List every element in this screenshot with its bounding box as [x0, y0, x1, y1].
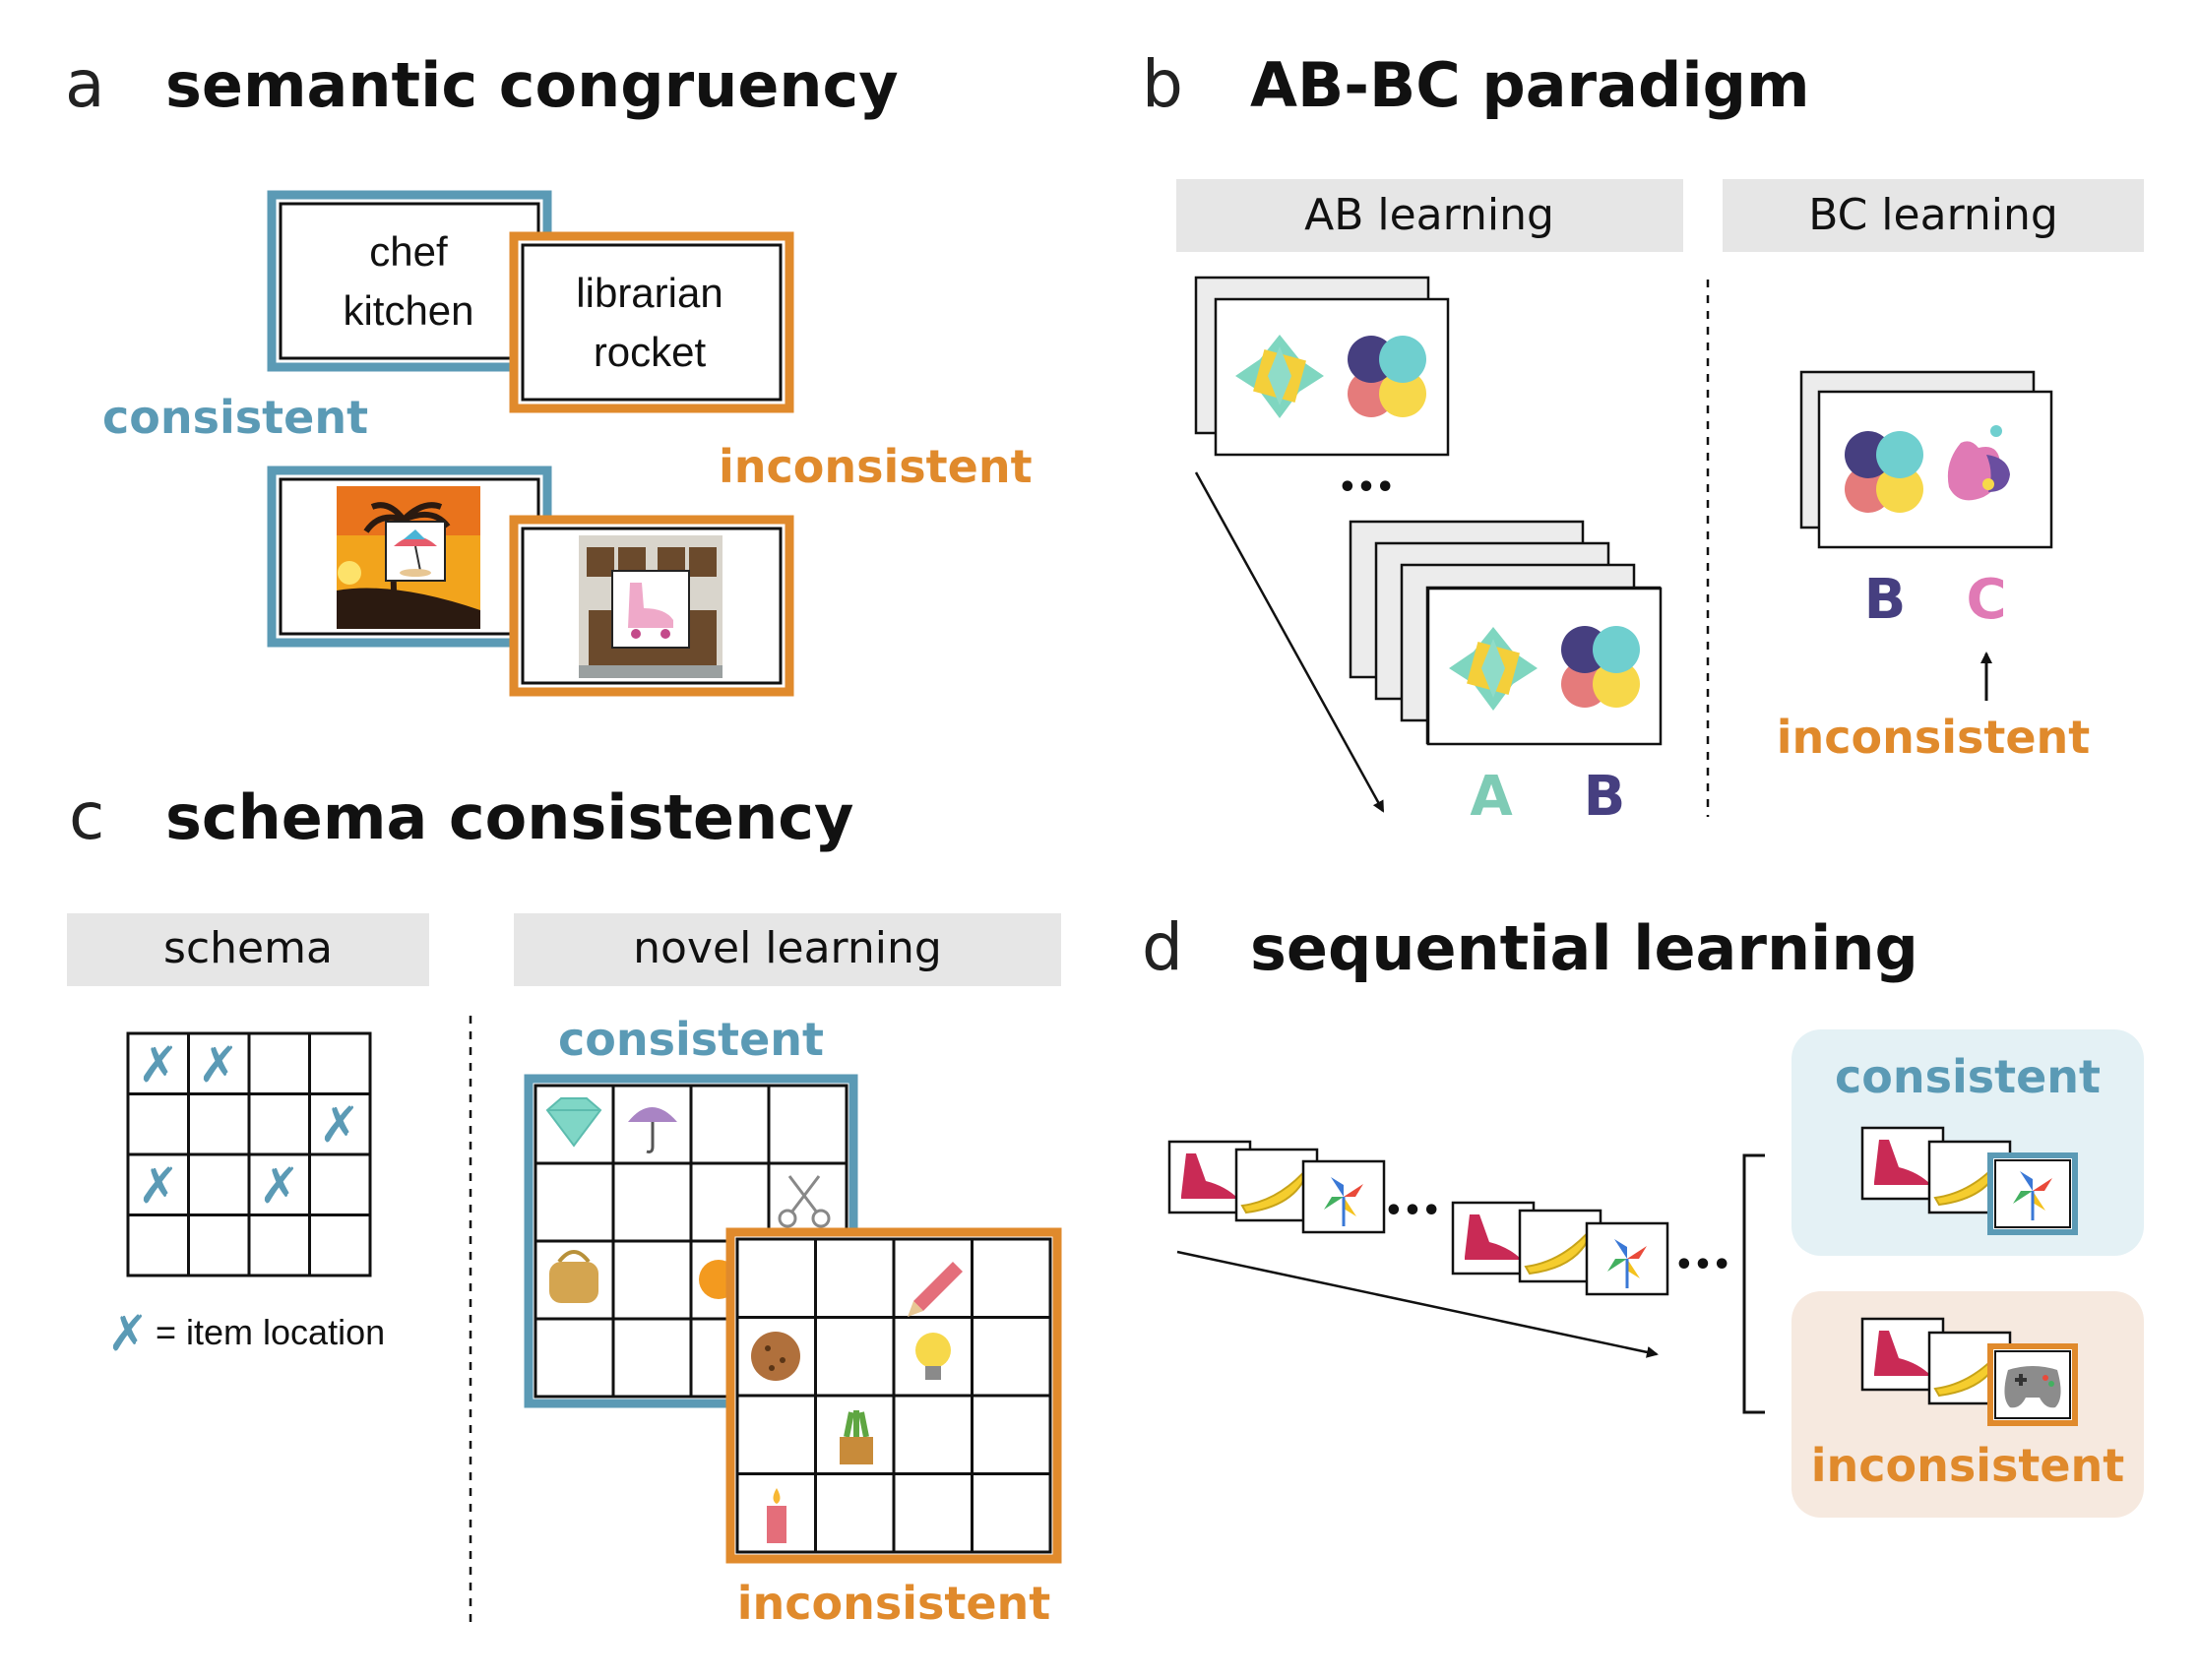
panel-a: a semantic congruency chef kitchen libra… [65, 46, 1033, 697]
label-letter-A: A [1470, 765, 1513, 829]
scissors-icon [778, 1175, 831, 1228]
panel-d: d sequential learning ••• [1142, 909, 2144, 1518]
panel-b: b AB-BC paradigm AB learning BC learning… [1142, 46, 2144, 829]
panel-b-title: AB-BC paradigm [1250, 49, 1810, 121]
panel-c: c schema consistency schema novel learni… [67, 778, 1062, 1630]
gamepad-icon [2004, 1366, 2061, 1408]
header-bc-learning [1723, 179, 2144, 252]
label-letter-B: B [1584, 765, 1626, 829]
d-ellipsis-2: ••• [1674, 1248, 1731, 1282]
card-consistent-words [267, 190, 552, 372]
header-ab-learning [1176, 179, 1683, 252]
shape-a-icon-2 [1449, 627, 1538, 711]
card-inconsistent-line2: rocket [594, 329, 707, 375]
label-letter-C: C [1966, 568, 2006, 632]
shape-b-icon [1348, 336, 1426, 417]
shape-b-icon-3 [1845, 431, 1923, 513]
header-novel-learning [514, 913, 1061, 986]
pinwheel-icon [2013, 1171, 2052, 1220]
x-mark-icon: ✗ [138, 1157, 179, 1214]
label-a-consistent: consistent [102, 391, 368, 444]
header-ab-text: AB learning [1304, 190, 1554, 240]
header-bc-text: BC learning [1808, 190, 2058, 240]
pinwheel-icon [1324, 1177, 1363, 1226]
legend-item-location: = item location [156, 1312, 385, 1352]
shoe-icon [1874, 1331, 1931, 1376]
umbrella-icon [628, 1107, 677, 1153]
card-inconsistent-words [509, 231, 794, 413]
pinwheel-icon [1607, 1239, 1647, 1288]
legend-x-mark-icon: ✗ [107, 1305, 149, 1362]
diamond-icon [545, 1097, 602, 1148]
label-c-inconsistent: inconsistent [737, 1577, 1051, 1630]
d-ellipsis-1: ••• [1384, 1194, 1441, 1228]
card-consistent-line1: chef [369, 228, 448, 275]
shape-c-icon [1947, 425, 2010, 501]
kitchen-skate-image [579, 535, 723, 678]
beach-sunset-image [337, 486, 480, 629]
x-mark-icon: ✗ [259, 1157, 300, 1214]
header-schema [67, 913, 429, 986]
label-a-inconsistent: inconsistent [719, 440, 1033, 493]
x-mark-icon: ✗ [138, 1036, 179, 1093]
panel-b-letter: b [1142, 46, 1183, 122]
candle-icon [767, 1488, 786, 1543]
ab-time-arrow [1194, 471, 1385, 813]
d-bracket [1742, 1153, 1765, 1414]
panel-d-letter: d [1142, 909, 1183, 985]
shoe-icon [1465, 1214, 1522, 1260]
header-schema-text: schema [163, 923, 333, 973]
shape-b-icon-2 [1561, 626, 1640, 708]
card-consistent-line2: kitchen [343, 287, 473, 334]
panel-a-letter: a [65, 46, 104, 122]
cookie-icon [751, 1332, 800, 1381]
d-time-arrow [1176, 1250, 1659, 1358]
card-inconsistent-line1: librarian [576, 270, 723, 316]
label-letter-B2: B [1864, 568, 1907, 632]
panel-d-title: sequential learning [1250, 912, 1918, 984]
label-b-inconsistent: inconsistent [1777, 711, 2091, 764]
shape-a-icon [1235, 335, 1324, 418]
panel-a-title: semantic congruency [165, 49, 899, 121]
d-target-inconsistent [1987, 1343, 2078, 1426]
pencil-icon [908, 1262, 963, 1317]
x-mark-icon: ✗ [319, 1096, 360, 1153]
panel-c-letter: c [69, 778, 104, 854]
shoe-icon [1874, 1140, 1931, 1185]
sequence-1 [1167, 1140, 1386, 1234]
x-mark-icon: ✗ [198, 1036, 239, 1093]
label-d-inconsistent: inconsistent [1811, 1439, 2125, 1492]
handbag-icon [549, 1250, 598, 1303]
header-novel-text: novel learning [633, 923, 942, 973]
ab-ellipsis: ••• [1338, 470, 1395, 505]
plant-icon [840, 1410, 873, 1464]
bc-card [1817, 390, 2053, 549]
schema-grid [126, 1031, 372, 1277]
label-c-consistent: consistent [558, 1013, 824, 1066]
sequence-2 [1451, 1201, 1669, 1296]
panel-c-title: schema consistency [165, 781, 853, 853]
label-d-consistent: consistent [1835, 1050, 2101, 1103]
shoe-icon [1181, 1153, 1238, 1199]
lightbulb-icon [915, 1333, 951, 1380]
